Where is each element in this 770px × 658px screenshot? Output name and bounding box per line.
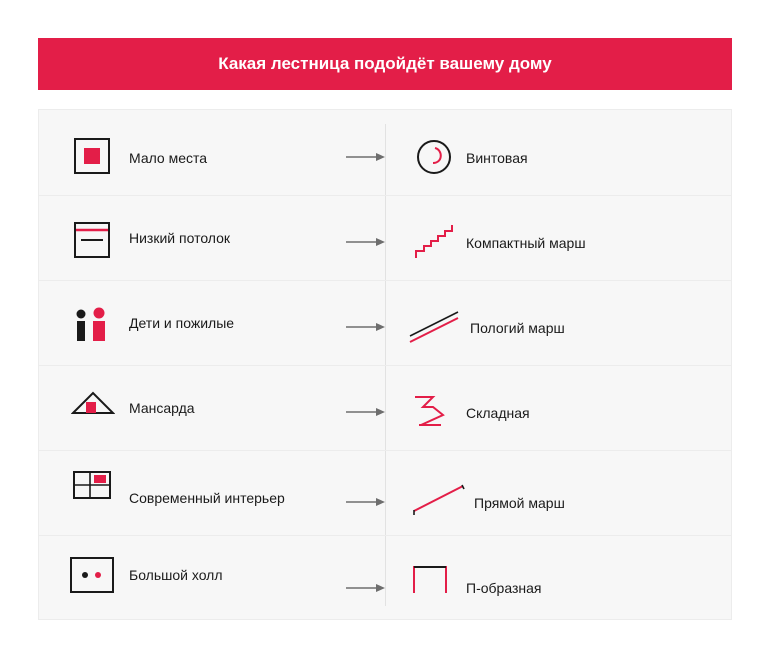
- condition-label: Мансарда: [129, 400, 195, 416]
- modern-interior-icon: [73, 471, 111, 499]
- condition-label: Мало места: [129, 150, 208, 166]
- condition-label: Дети и пожилые: [129, 315, 235, 331]
- staircase-label: Компактный марш: [466, 235, 586, 251]
- row-separator: [39, 195, 731, 196]
- gentle-flight-icon: [409, 311, 459, 343]
- staircase-label: Прямой марш: [474, 495, 565, 511]
- staircase-label: Складная: [466, 405, 530, 421]
- staircase-label: Пологий марш: [470, 320, 565, 336]
- staircase-label: Винтовая: [466, 150, 528, 166]
- arrow-right-icon: [346, 498, 385, 506]
- table-row: Современный интерьер Прямой марш: [39, 450, 731, 535]
- arrow-right-icon: [346, 153, 385, 161]
- header-banner: Какая лестница подойдёт вашему дому: [38, 38, 732, 90]
- straight-flight-icon: [413, 484, 465, 515]
- row-separator: [39, 535, 731, 536]
- table-row: Мало места Винтовая: [39, 110, 731, 195]
- table-row: Мансарда Складная: [39, 365, 731, 450]
- row-separator: [39, 365, 731, 366]
- spiral-staircase-icon: [417, 140, 451, 174]
- arrow-right-icon: [346, 323, 385, 331]
- table-row: Большой холл П-образная: [39, 535, 731, 620]
- page-title: Какая лестница подойдёт вашему дому: [218, 54, 552, 73]
- condition-label: Низкий потолок: [129, 230, 231, 246]
- condition-label: Большой холл: [129, 567, 223, 583]
- folding-staircase-icon: [415, 396, 445, 426]
- table-row: Низкий потолок Компактный марш: [39, 195, 731, 280]
- children-elderly-icon: [76, 307, 105, 341]
- compact-flight-icon: [415, 225, 453, 258]
- row-separator: [39, 450, 731, 451]
- large-hall-icon: [70, 557, 114, 593]
- arrow-right-icon: [346, 408, 385, 416]
- u-shaped-staircase-icon: [413, 566, 447, 593]
- small-space-icon: [74, 138, 110, 174]
- condition-label: Современный интерьер: [129, 490, 285, 506]
- arrow-right-icon: [346, 584, 385, 592]
- table-row: Дети и пожилые Пологий марш: [39, 280, 731, 365]
- row-separator: [39, 280, 731, 281]
- low-ceiling-icon: [74, 222, 110, 258]
- attic-icon: [71, 391, 115, 414]
- staircase-label: П-образная: [466, 580, 542, 596]
- arrow-right-icon: [346, 238, 385, 246]
- staircase-table: Мало места Винтовая Низкий потолок Компа…: [38, 109, 732, 620]
